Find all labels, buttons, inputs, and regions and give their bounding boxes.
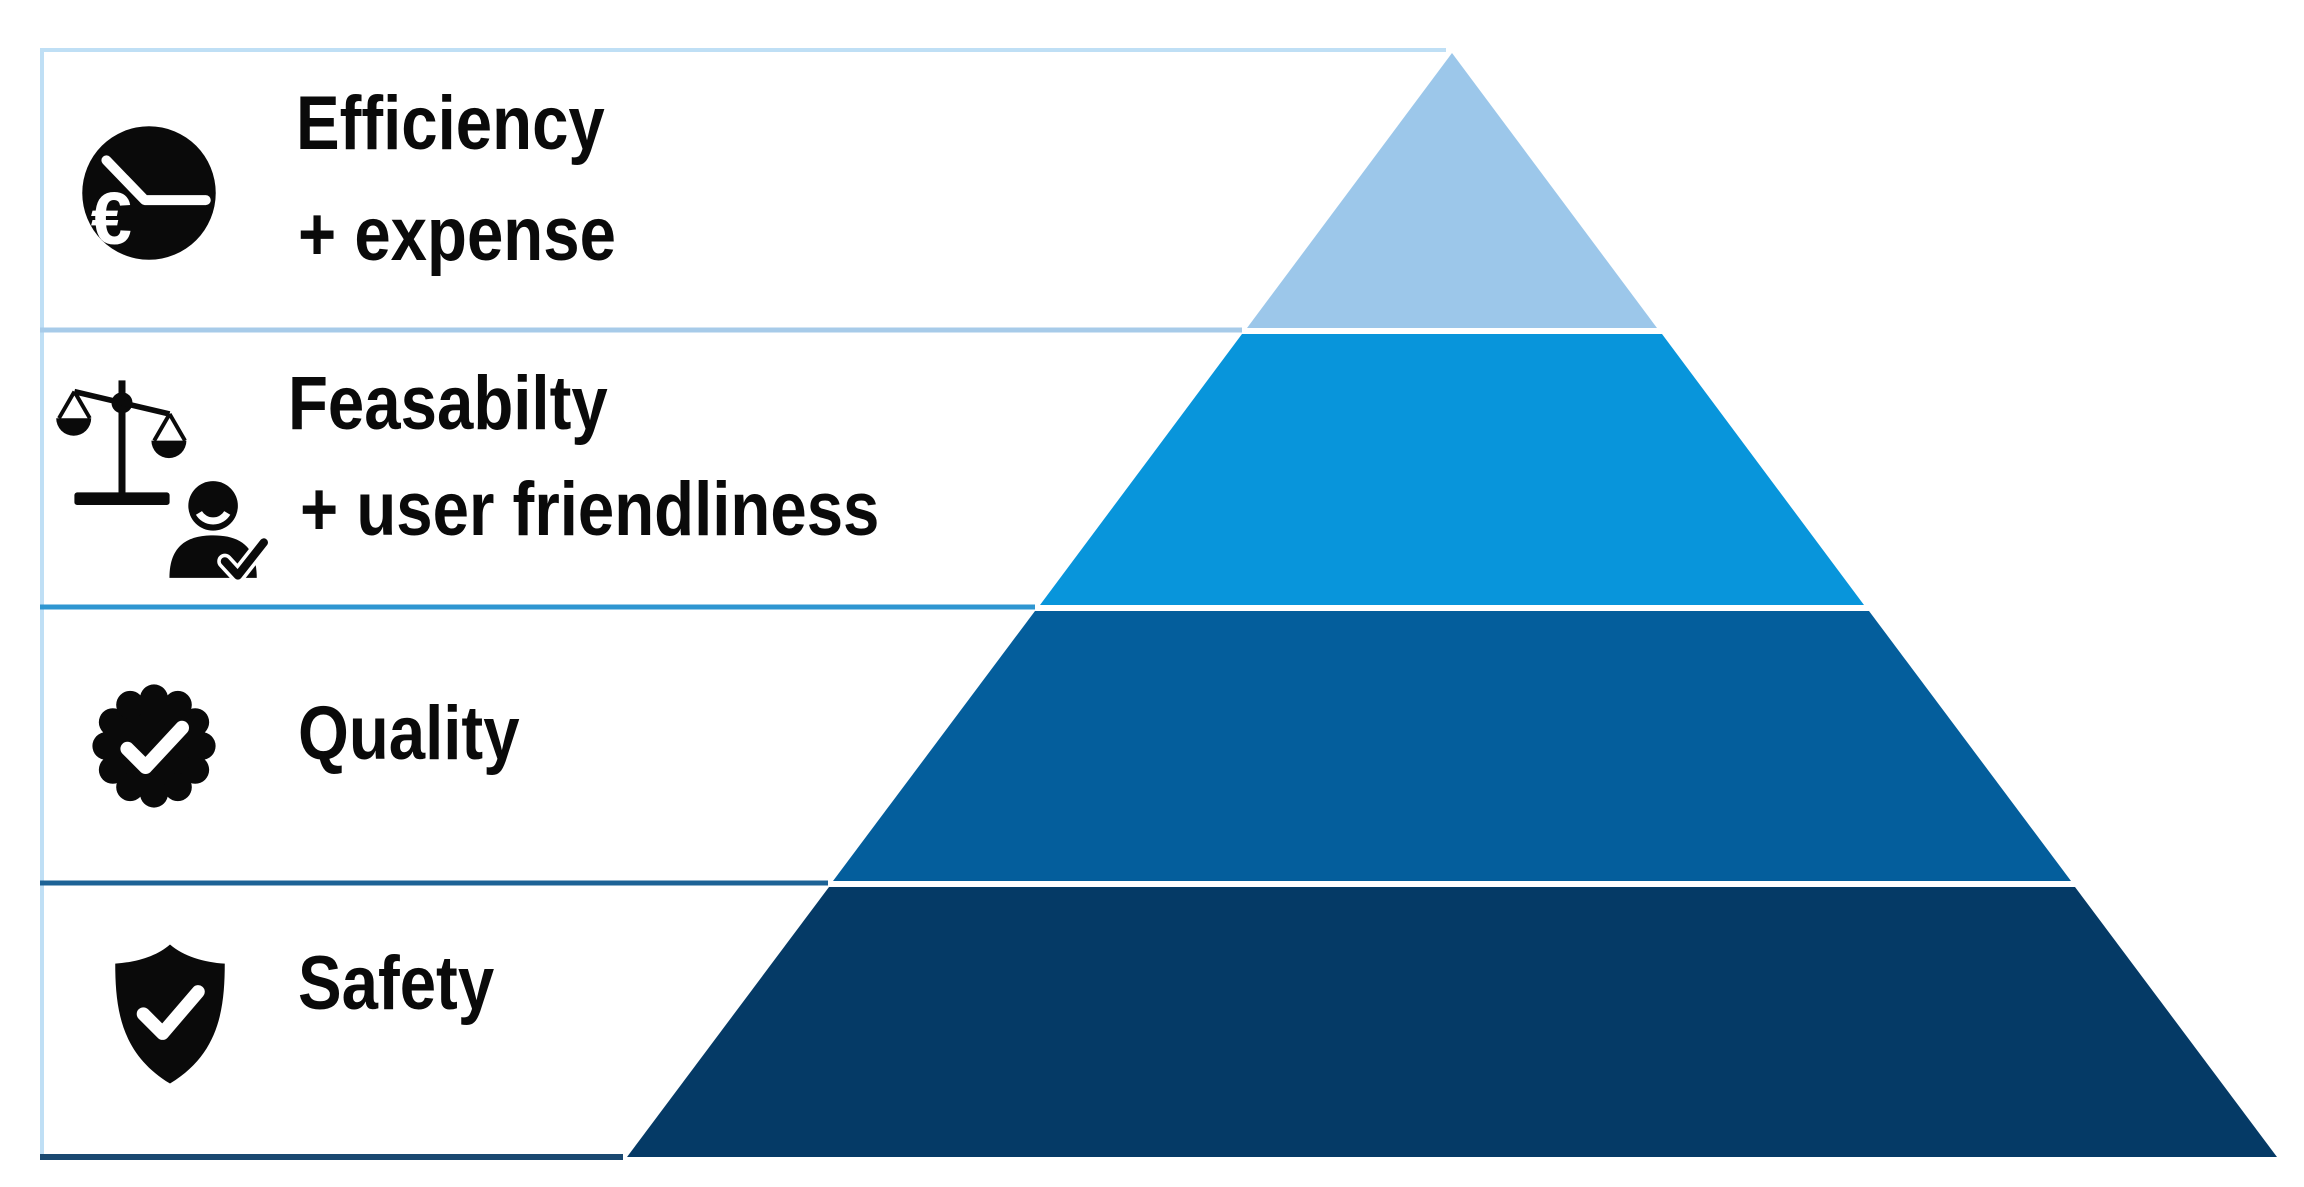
- pyramid-level-4-safety: [627, 887, 2277, 1157]
- level-3-title: Quality: [298, 691, 520, 776]
- pyramid-level-1-efficiency: [1247, 53, 1657, 328]
- user-check-icon: [160, 474, 278, 592]
- level-2-subtitle: + user friendliness: [300, 467, 880, 552]
- euro-clock-icon: €: [78, 122, 220, 264]
- svg-text:€: €: [91, 177, 132, 260]
- pyramid-level-3-quality: [833, 611, 2071, 881]
- balance-scale-icon: [50, 372, 194, 512]
- shield-check-icon: [96, 938, 244, 1090]
- level-1-subtitle: + expense: [298, 192, 616, 277]
- quality-badge-icon: [84, 676, 224, 816]
- level-1-title: Efficiency: [296, 81, 605, 166]
- level-2-title: Feasabilty: [288, 361, 608, 446]
- level-4-title: Safety: [298, 941, 495, 1026]
- pyramid-level-2-feasability: [1040, 334, 1864, 605]
